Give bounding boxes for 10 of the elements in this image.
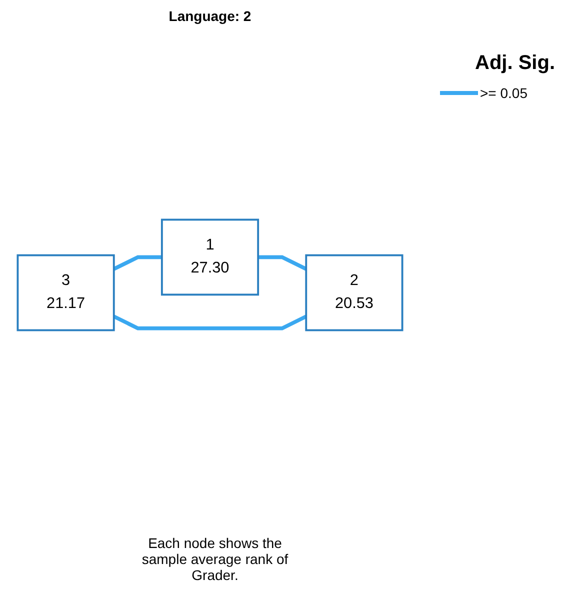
node-box: 1 27.30	[160, 218, 260, 296]
node-box: 3 21.17	[16, 254, 115, 332]
chart-title: Language: 2	[168, 8, 252, 24]
legend-heading: Adj. Sig.	[474, 52, 555, 75]
caption: Each node shows the sample average rank of Grader.	[140, 535, 290, 583]
connector	[113, 255, 162, 271]
node-box: 2 20.53	[305, 254, 404, 332]
connector	[113, 314, 307, 330]
connector	[258, 255, 307, 271]
legend-label: >= 0.05	[480, 85, 528, 101]
